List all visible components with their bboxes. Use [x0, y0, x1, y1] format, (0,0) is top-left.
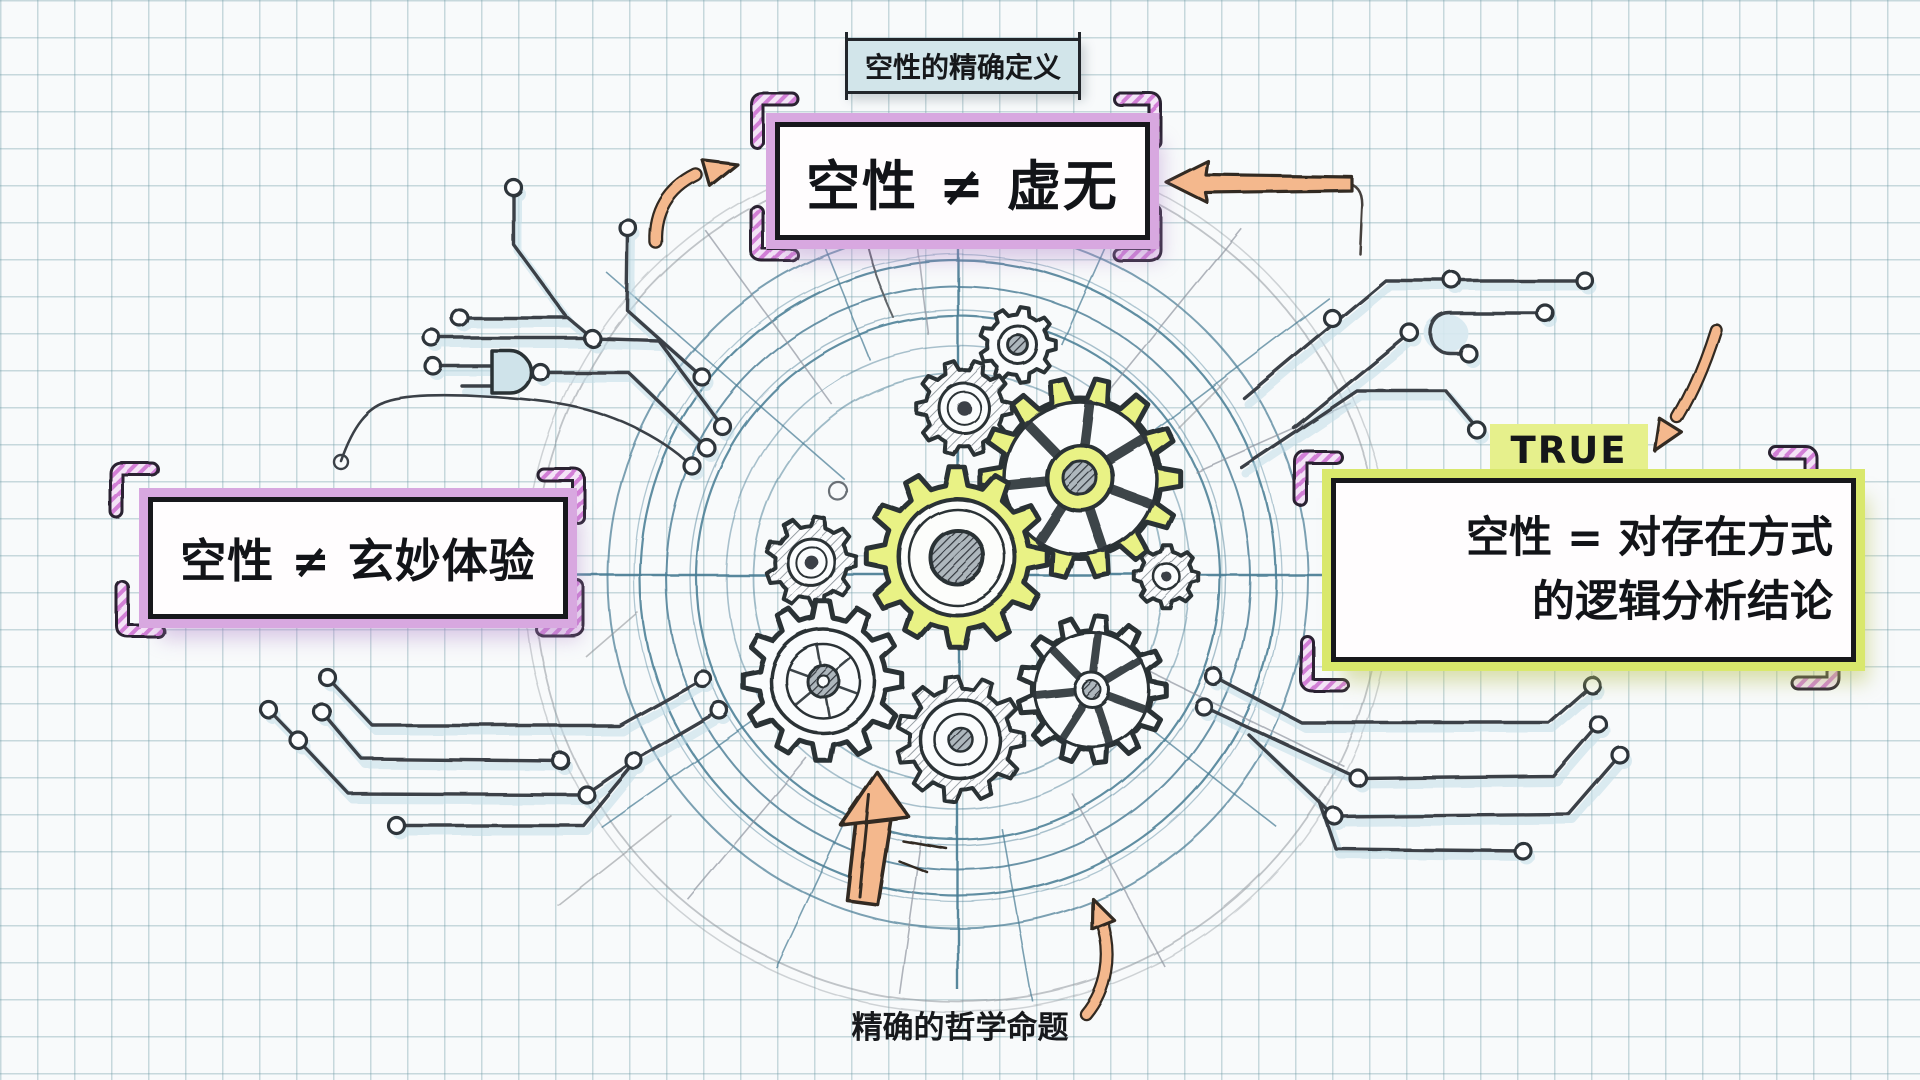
true-badge: TRUE	[1490, 424, 1648, 476]
statement-box-top: 空性 ≠ 虚无	[775, 122, 1150, 240]
statement-top-text: 空性 ≠ 虚无	[806, 154, 1119, 218]
bottom-caption: 精确的哲学命题	[851, 1010, 1069, 1046]
statement-box-left: 空性 ≠ 玄妙体验	[148, 497, 568, 619]
statement-right-line1: 空性 = 对存在方式	[1466, 512, 1833, 563]
statement-left-text: 空性 ≠ 玄妙体验	[180, 534, 536, 588]
statement-right-line2: 的逻辑分析结论	[1532, 577, 1833, 627]
definition-tag: 空性的精确定义	[845, 32, 1081, 100]
statement-box-right: 空性 = 对存在方式 的逻辑分析结论	[1331, 478, 1856, 662]
definition-tag-label: 空性的精确定义	[864, 51, 1061, 84]
